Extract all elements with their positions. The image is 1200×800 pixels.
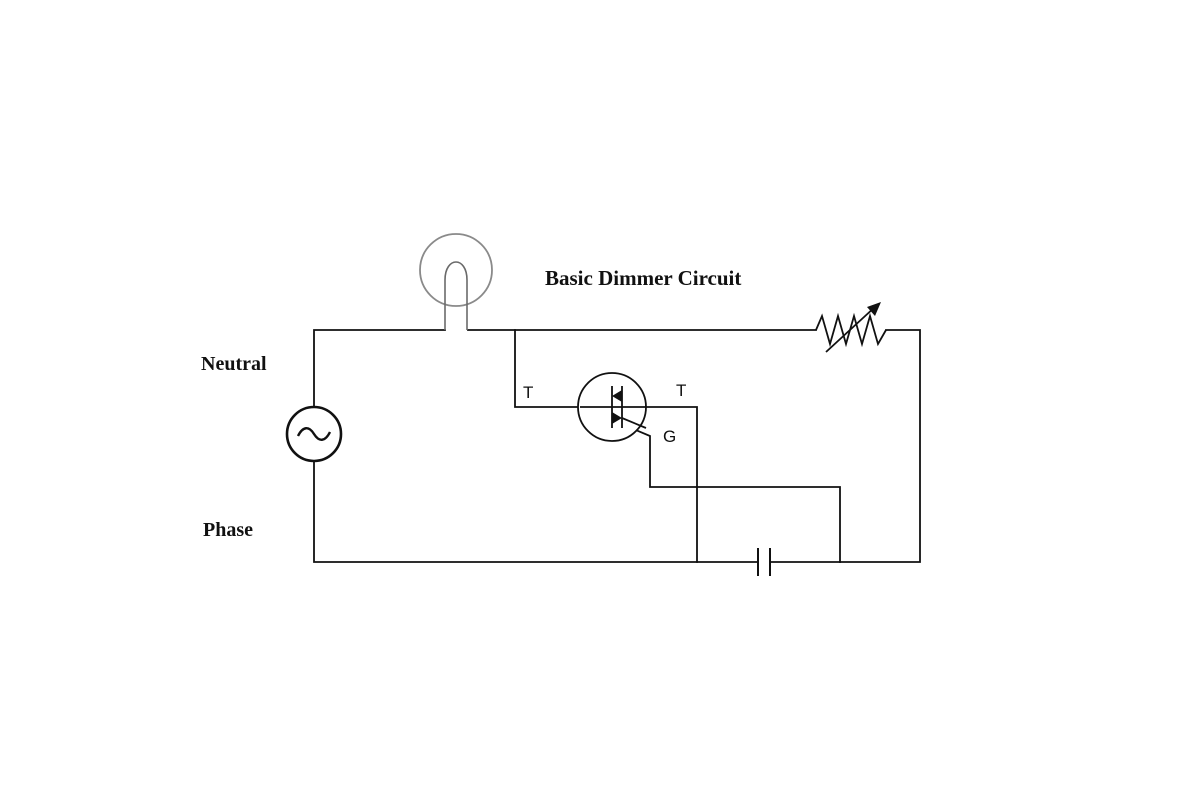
wires bbox=[313, 329, 921, 563]
wire-neutral bbox=[313, 329, 446, 407]
triac-gate-label: G bbox=[663, 427, 676, 446]
wire-right bbox=[839, 329, 921, 563]
diagram-title: Basic Dimmer Circuit bbox=[545, 266, 741, 290]
triac-terminal-left-label: T bbox=[523, 383, 533, 402]
triac-terminal-right-label: T bbox=[676, 381, 686, 400]
neutral-label: Neutral bbox=[201, 353, 267, 375]
triac-icon bbox=[577, 372, 647, 442]
wire-phase-bottom bbox=[313, 461, 698, 563]
variable-resistor-icon bbox=[815, 302, 887, 353]
capacitor-icon bbox=[757, 548, 771, 576]
wire-triac-left bbox=[514, 329, 581, 408]
phase-label: Phase bbox=[203, 519, 253, 541]
lamp-icon bbox=[419, 233, 493, 330]
ac-source-icon bbox=[285, 405, 343, 463]
wire-gate bbox=[610, 418, 841, 563]
wire-triac-right bbox=[645, 406, 759, 563]
